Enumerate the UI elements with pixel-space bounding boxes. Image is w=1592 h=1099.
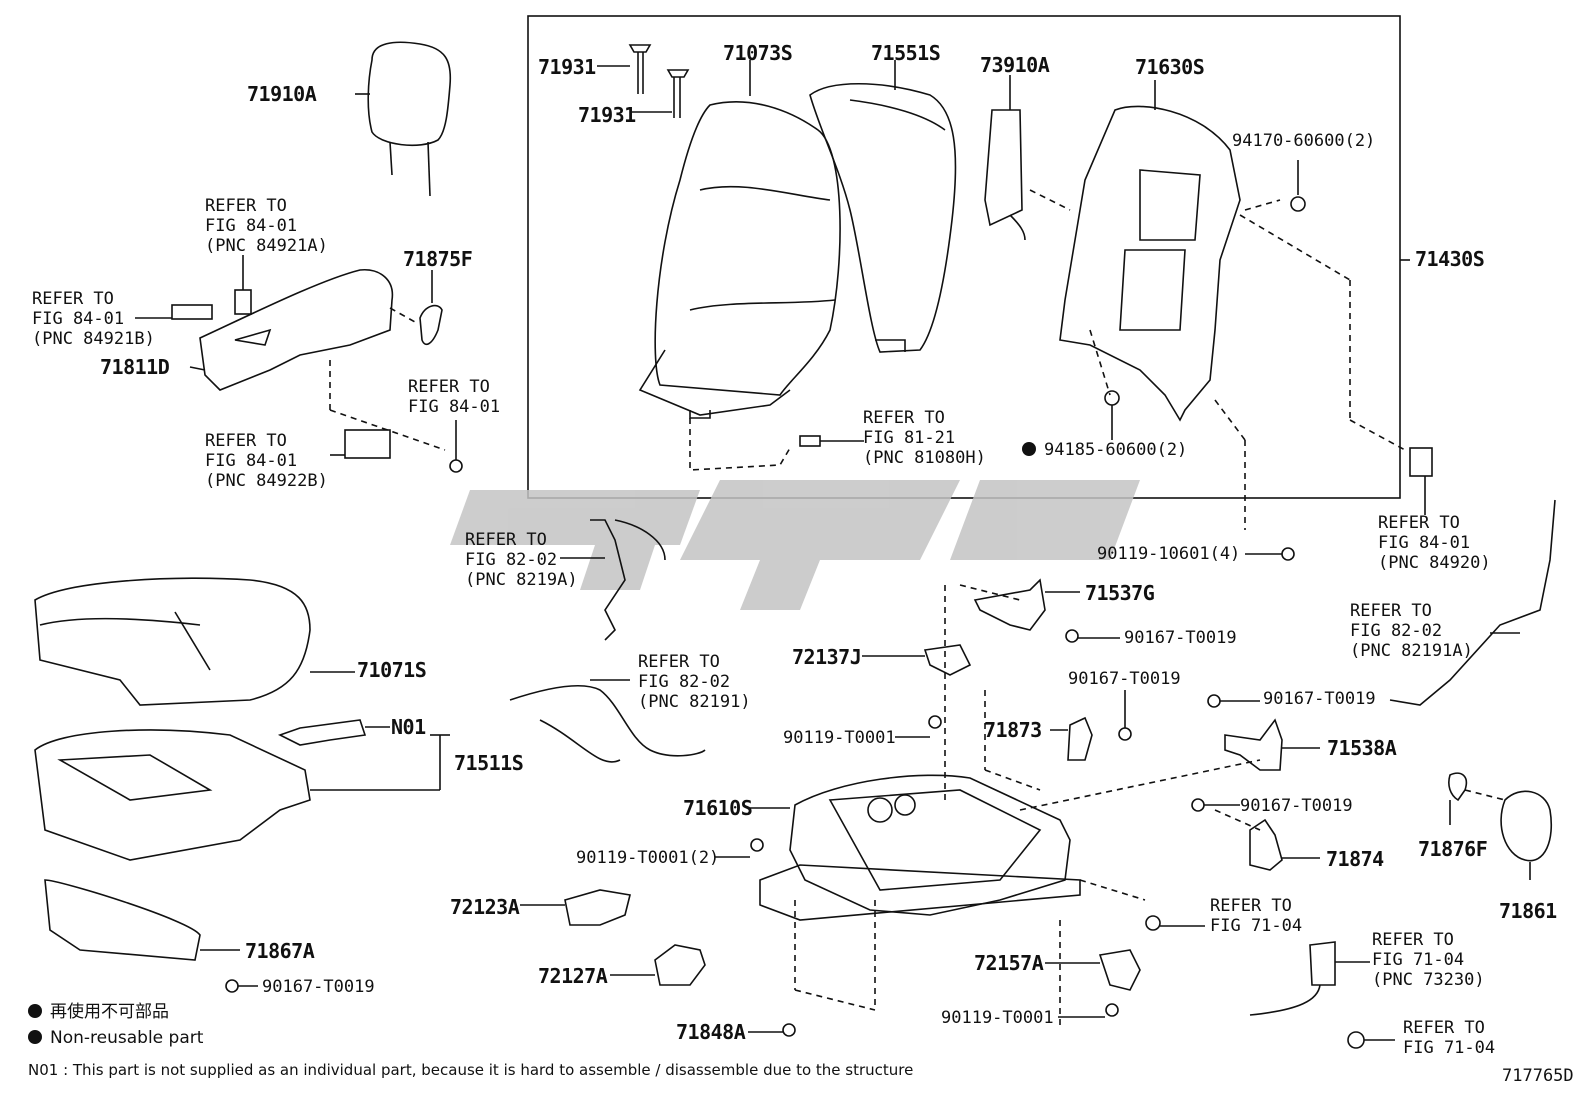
legend-bullet-icon: [28, 1004, 42, 1018]
part-label-71071s: 71071S: [357, 658, 427, 682]
seatback-frame-drawing: [1059, 80, 1406, 530]
part-label-71538a: 71538A: [1327, 736, 1397, 760]
diagram-code: 717765D: [1502, 1066, 1574, 1086]
part-label-71811d: 71811D: [100, 355, 170, 379]
headrest-drawing: [355, 41, 452, 197]
clip-71931-drawing: [597, 44, 690, 118]
part-label-71861: 71861: [1499, 899, 1557, 923]
part-label-71875f: 71875F: [403, 247, 473, 271]
part-label-71537g: 71537G: [1085, 581, 1155, 605]
part-label-71610s: 71610S: [683, 796, 753, 820]
part-label-90167-t0019-e: 90167-T0019: [1240, 796, 1353, 816]
part-label-71848a: 71848A: [676, 1020, 746, 1044]
part-label-90167-t0019-panel: 90167-T0019: [262, 977, 375, 997]
part-label-73910a: 73910A: [980, 53, 1050, 77]
part-label-72137j: 72137J: [792, 645, 862, 669]
part-label-n01: N01: [391, 715, 426, 739]
part-label-71073s: 71073S: [723, 41, 793, 65]
part-label-90167-t0019-c: 90167-T0019: [1068, 669, 1181, 689]
legend-note-n01: N01 : This part is not supplied as an in…: [28, 1061, 914, 1079]
part-label-90119-t0001-b: 90119-T0001: [941, 1008, 1054, 1028]
part-label-71876f: 71876F: [1418, 837, 1488, 861]
part-label-71910a: 71910A: [247, 82, 317, 106]
part-label-71511s: 71511S: [454, 751, 524, 775]
part-label-71551s: 71551S: [871, 41, 941, 65]
part-label-71430s: 71430S: [1415, 247, 1485, 271]
part-label-94185-60600: 94185-60600(2): [1022, 440, 1187, 460]
part-label-90119-t0001-2: 90119-T0001(2): [576, 848, 720, 868]
part-label-71867a: 71867A: [245, 939, 315, 963]
part-label-90167-t0019-d: 90167-T0019: [1263, 689, 1376, 709]
side-airbag-drawing: [984, 75, 1071, 241]
legend-bullet-icon: [28, 1030, 42, 1044]
backrest-group-box: [527, 15, 1401, 499]
part-label-71873: 71873: [984, 718, 1042, 742]
part-label-72127a: 72127A: [538, 964, 608, 988]
part-label-71630s: 71630S: [1135, 55, 1205, 79]
non-reusable-marker: [1022, 442, 1036, 456]
legend-jp: 再使用不可部品: [28, 1002, 169, 1022]
seatback-pad-drawing: [809, 60, 957, 353]
part-label-72157a: 72157A: [974, 951, 1044, 975]
legend-en: Non-reusable part: [28, 1028, 203, 1048]
part-label-90167-t0019-b: 90167-T0019: [1124, 628, 1237, 648]
part-label-90119-t0001-a: 90119-T0001: [783, 728, 896, 748]
part-label-71874: 71874: [1326, 847, 1384, 871]
part-label-94170-60600: 94170-60600(2): [1232, 131, 1376, 151]
seatback-cover-drawing: [638, 60, 841, 419]
part-label-90119-10601: 90119-10601(4): [1097, 544, 1241, 564]
side-shield-drawing: [189, 269, 446, 451]
seat-adjuster-drawing: [750, 585, 1261, 1030]
watermark-logo: [450, 480, 1140, 610]
seat-cushion-pad-drawing: [34, 729, 450, 861]
seat-cushion-cover-drawing: [34, 577, 355, 706]
part-label-72123a: 72123A: [450, 895, 520, 919]
part-label-71931-lower: 71931: [578, 103, 636, 127]
part-label-71931-upper: 71931: [538, 55, 596, 79]
